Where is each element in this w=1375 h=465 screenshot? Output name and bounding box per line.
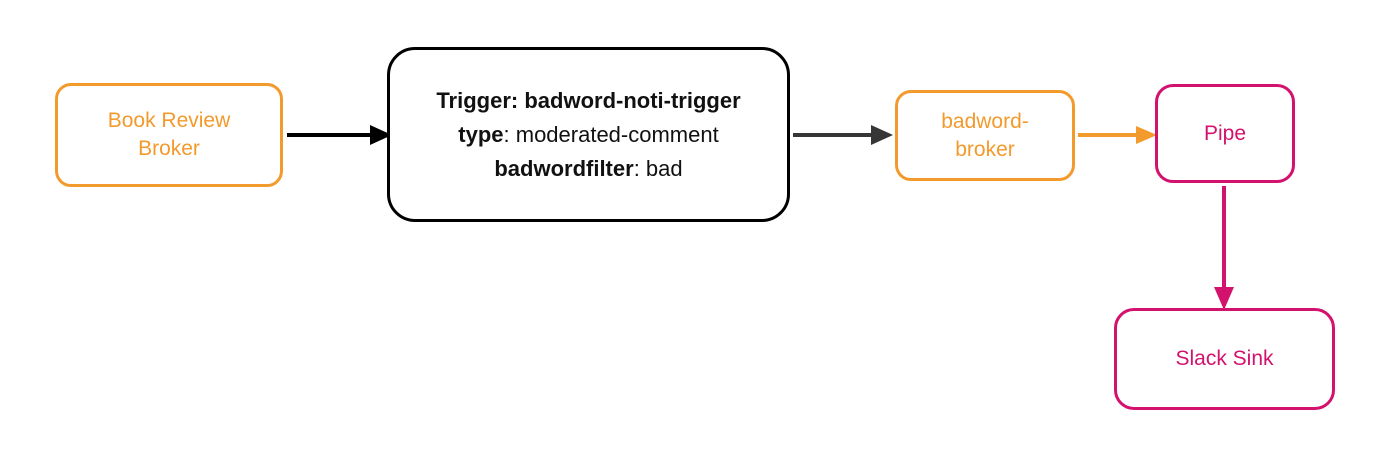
trigger-line-2-bold: type <box>458 121 504 147</box>
trigger-line-1-bold: Trigger: badword-noti-trigger <box>436 87 741 113</box>
edge-pipe-to-slack-sink-arrowhead-icon <box>1214 287 1234 310</box>
node-book-review-broker: Book Review Broker <box>55 83 283 187</box>
trigger-line-2-regular: : moderated-comment <box>503 121 719 147</box>
node-pipe-label: Pipe <box>1203 121 1247 145</box>
edge-pipe-to-slack-sink <box>1214 186 1234 310</box>
node-badword-broker-label: badword-broker <box>941 109 1029 161</box>
node-slack-sink: Slack Sink <box>1114 308 1335 410</box>
edge-broker-to-trigger <box>287 125 392 145</box>
node-badword-broker: badword-broker <box>895 90 1075 181</box>
edge-trigger-to-badword-broker <box>793 125 893 145</box>
node-trigger-text: Trigger: badword-noti-trigger type: mode… <box>436 84 740 186</box>
edge-broker-to-trigger-arrowhead-icon <box>370 125 392 145</box>
trigger-line-2: type: moderated-comment <box>436 118 740 152</box>
node-book-review-broker-label: Book Review Broker <box>107 109 231 160</box>
trigger-line-3: badwordfilter: bad <box>436 152 740 186</box>
edge-badword-broker-to-pipe-arrowhead-icon <box>1136 126 1157 144</box>
edge-trigger-to-badword-broker-arrowhead-icon <box>871 125 893 145</box>
node-pipe: Pipe <box>1155 84 1295 183</box>
edge-badword-broker-to-pipe <box>1078 126 1157 144</box>
node-trigger: Trigger: badword-noti-trigger type: mode… <box>387 47 790 222</box>
node-slack-sink-label: Slack Sink <box>1175 347 1274 371</box>
trigger-line-3-bold: badwordfilter <box>494 155 634 181</box>
trigger-line-3-regular: : bad <box>633 155 683 181</box>
trigger-line-1: Trigger: badword-noti-trigger <box>436 84 740 118</box>
